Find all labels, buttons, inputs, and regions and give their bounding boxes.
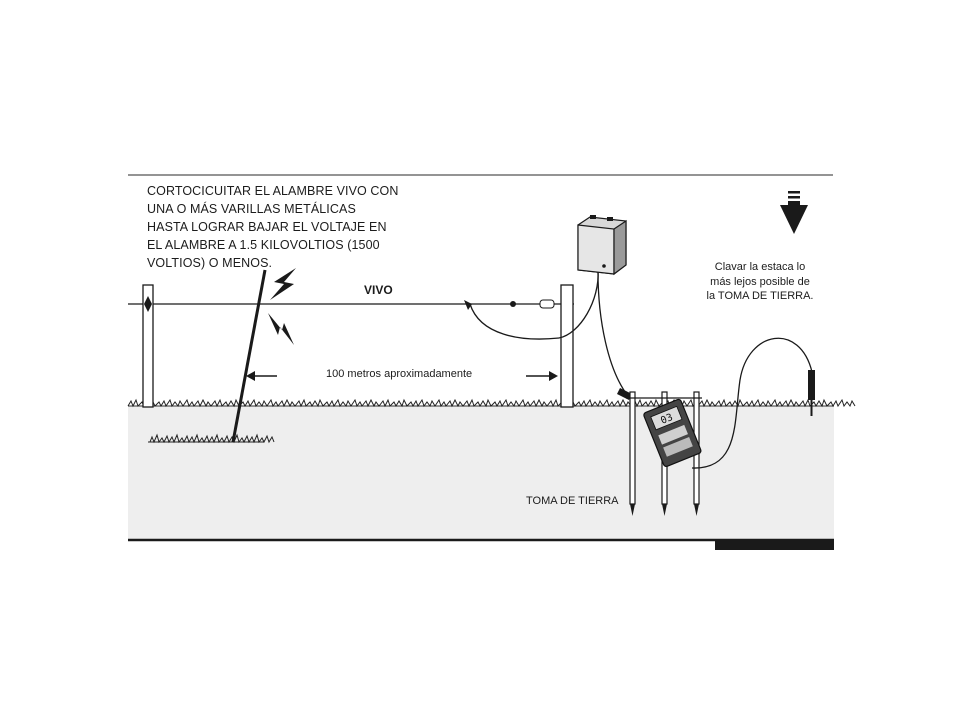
instruction-line: VOLTIOS) O MENOS.	[147, 256, 273, 270]
ground-bottom-bar	[715, 540, 834, 550]
ground-clip	[617, 388, 632, 400]
stake-note: Clavar la estaca lo más lejos posible de…	[700, 260, 820, 304]
energizer-ground-lead	[597, 271, 629, 397]
ground-area	[128, 406, 834, 540]
grass-line	[127, 398, 856, 408]
stake-note-line: más lejos posible de	[710, 275, 810, 288]
instruction-line: CORTOCICUITAR EL ALAMBRE VIVO CON	[147, 184, 399, 198]
stake-note-line: la TOMA DE TIERRA.	[706, 290, 814, 302]
distance-arrow-right	[526, 371, 558, 381]
rod-grass-patch	[148, 433, 275, 444]
live-wire-label: VIVO	[364, 283, 393, 297]
remote-stake-lead	[691, 337, 813, 469]
lightning-bolt-icon	[268, 313, 294, 345]
fence-post-left	[142, 284, 154, 408]
lightning-bolt-icon	[270, 268, 296, 300]
instruction-text: CORTOCICUITAR EL ALAMBRE VIVO CON UNA O …	[147, 182, 399, 272]
instruction-line: HASTA LOGRAR BAJAR EL VOLTAJE EN	[147, 220, 387, 234]
wire-contact-point	[510, 301, 516, 307]
instruction-line: EL ALAMBRE A 1.5 KILOVOLTIOS (1500	[147, 238, 380, 252]
voltmeter: 03	[643, 398, 702, 468]
distance-arrow-left	[246, 371, 277, 381]
meter-display: 03	[659, 412, 674, 427]
fence-post-right	[560, 284, 574, 408]
stake-tips	[630, 504, 699, 516]
instruction-line: UNA O MÁS VARILLAS METÁLICAS	[147, 202, 356, 216]
down-arrow-icon	[780, 191, 808, 234]
wire-clip	[539, 299, 555, 309]
ground-label: TOMA DE TIERRA	[526, 495, 619, 507]
distance-label: 100 metros aproximadamente	[326, 368, 473, 380]
insulator-left	[144, 296, 152, 312]
stake-note-line: Clavar la estaca lo	[714, 261, 806, 273]
remote-stake-handle	[808, 370, 815, 400]
test-probe-tip	[464, 300, 472, 310]
shorting-rod	[231, 269, 267, 443]
energizer-box	[577, 215, 627, 276]
